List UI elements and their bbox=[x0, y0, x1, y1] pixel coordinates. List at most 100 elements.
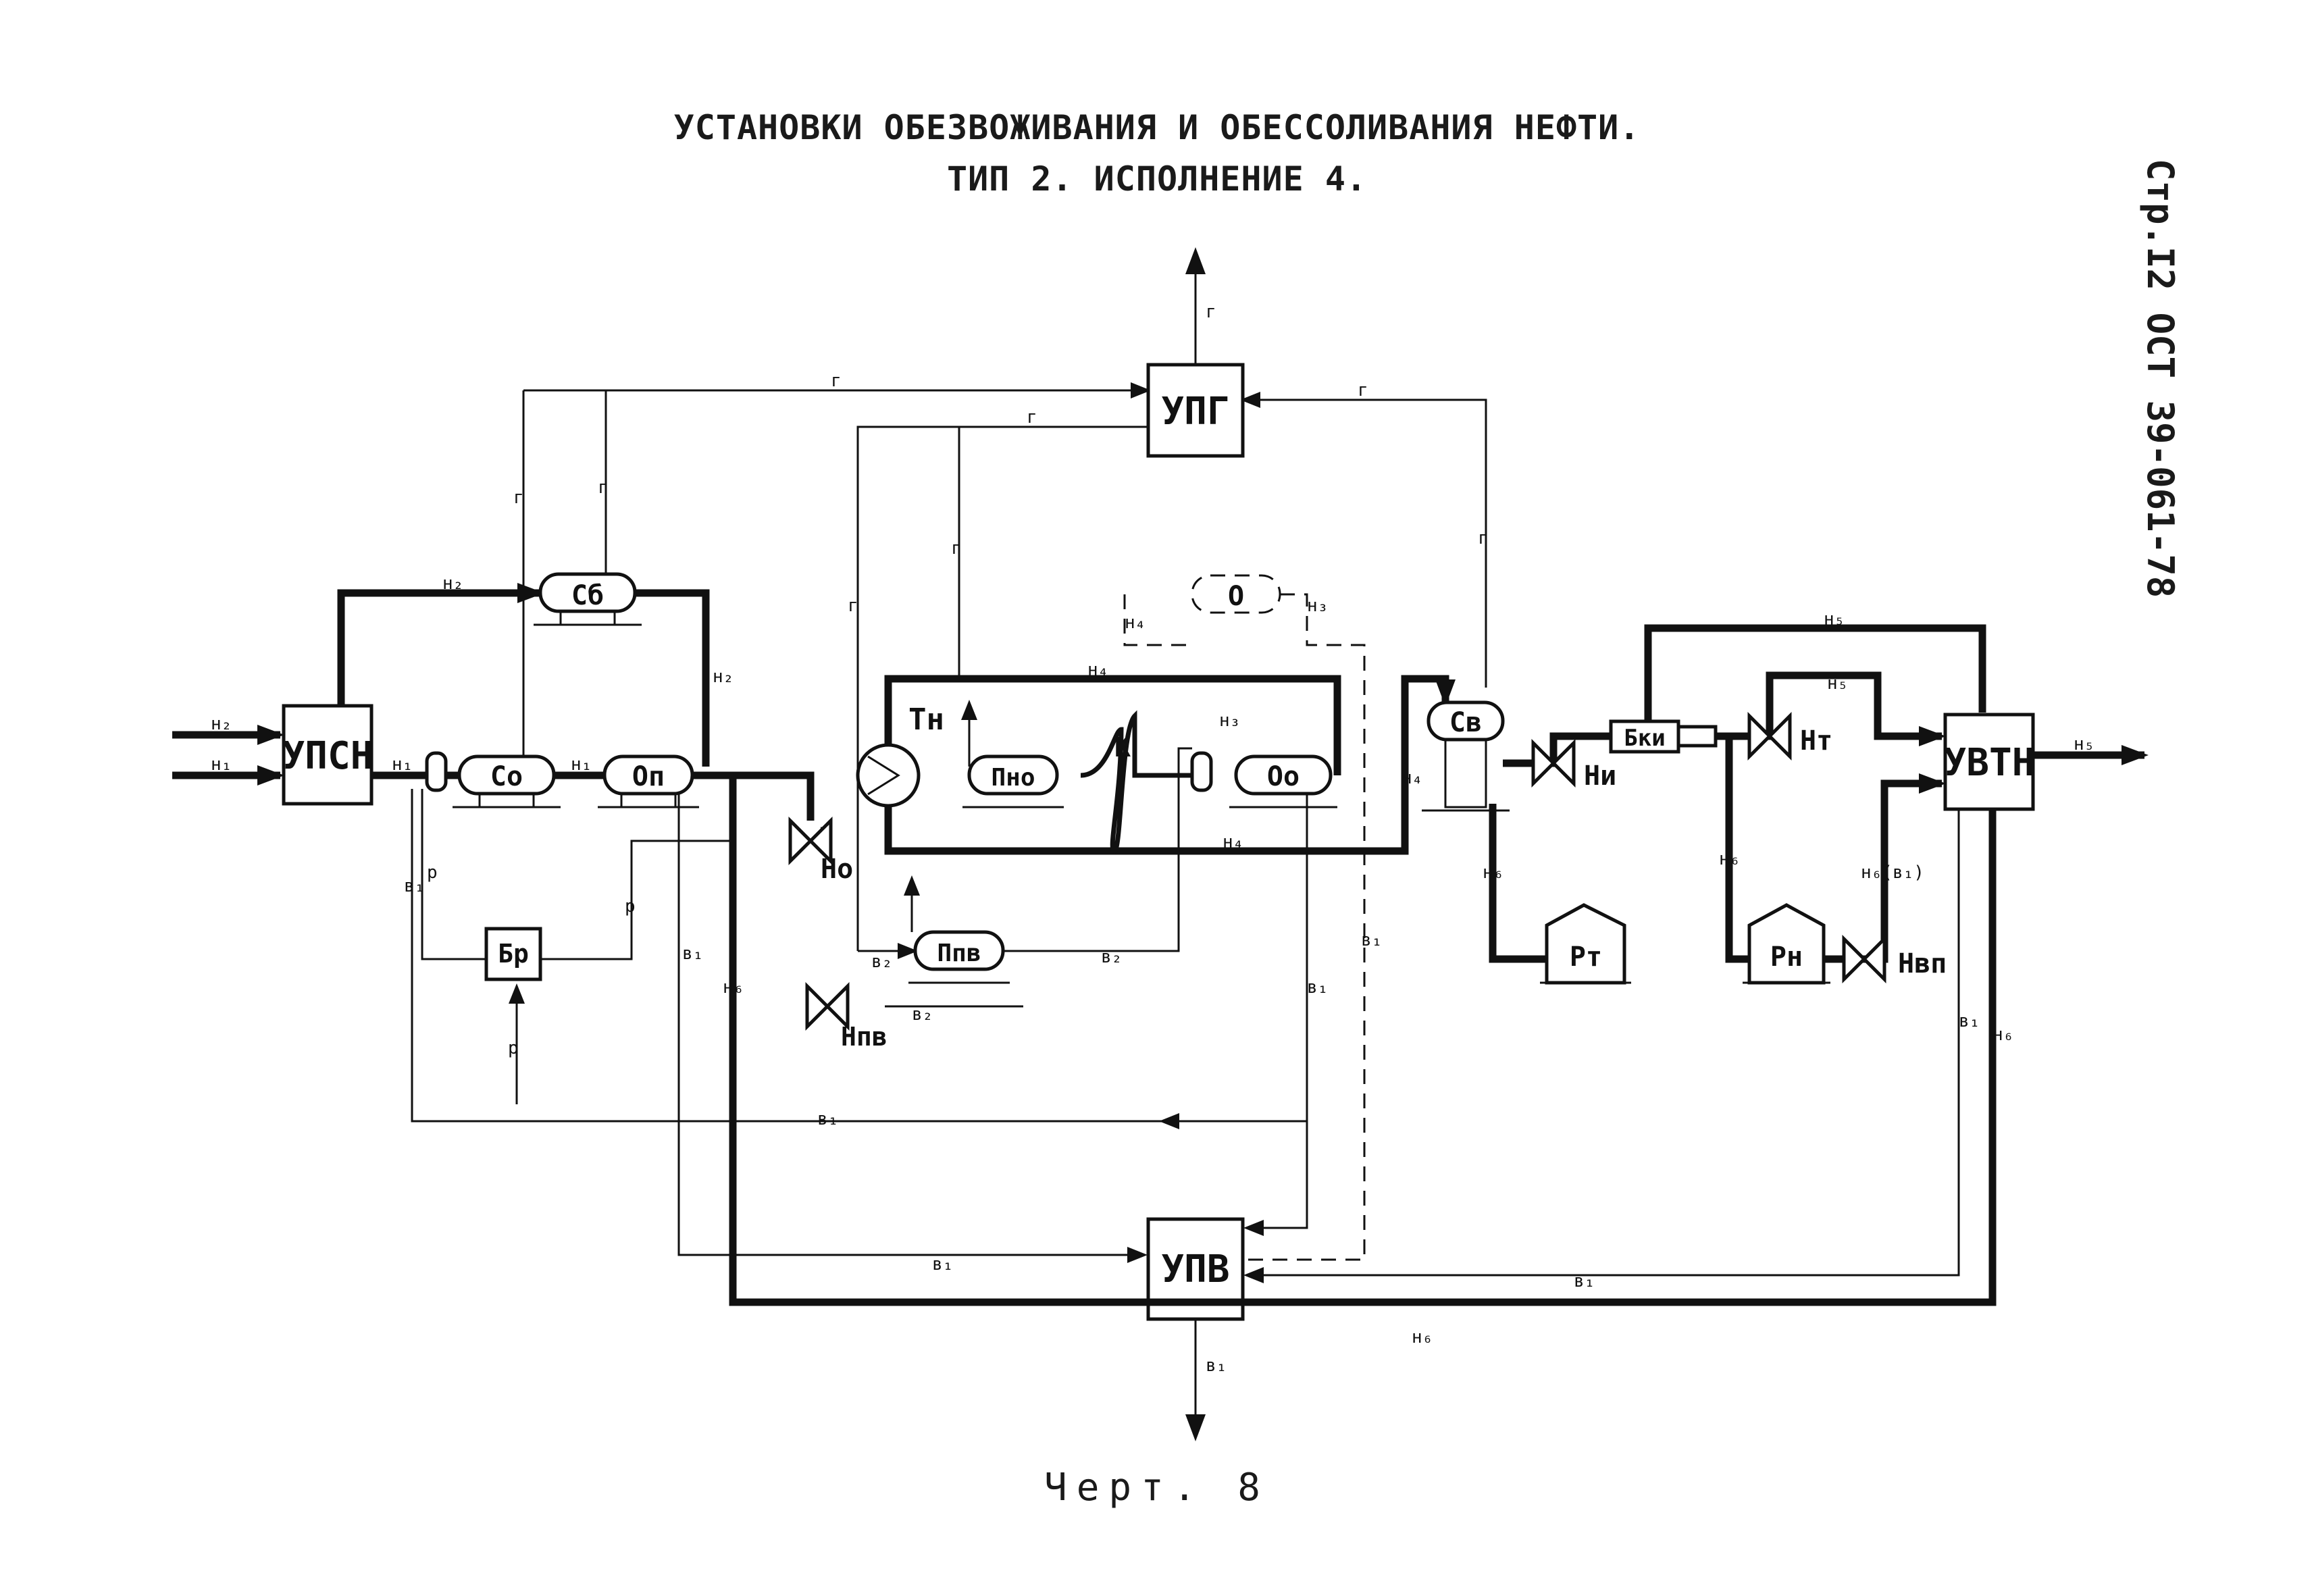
vessel-pno[interactable] bbox=[967, 754, 1059, 796]
heat-exchanger-tn[interactable] bbox=[856, 743, 921, 808]
vessel-ppv[interactable] bbox=[913, 930, 1005, 971]
label-p-right: р bbox=[625, 896, 636, 917]
b1-from-oo bbox=[1243, 775, 1308, 1236]
label-b1-oo: в₁ bbox=[1307, 977, 1328, 998]
vessel-op-support bbox=[598, 794, 699, 808]
vessel-br[interactable] bbox=[484, 927, 542, 981]
loop-top-h4 bbox=[884, 675, 1341, 775]
label-g-tn: г bbox=[848, 596, 858, 616]
vessel-sv-stand bbox=[1444, 738, 1487, 808]
gas-line-inner bbox=[856, 426, 1148, 951]
pump-hi[interactable] bbox=[1531, 738, 1576, 788]
label-h6b1: н₆(в₁) bbox=[1861, 863, 1924, 883]
vessel-sb-support bbox=[534, 611, 642, 626]
vessel-so[interactable] bbox=[457, 754, 556, 796]
vessel-op-label: Оп bbox=[632, 761, 665, 792]
vessel-br-label: Бр bbox=[498, 939, 529, 969]
label-h1-a: н₁ bbox=[392, 754, 413, 775]
water-lines bbox=[411, 593, 1960, 1441]
b1-from-uvtn bbox=[1243, 809, 1960, 1283]
vessel-bki[interactable] bbox=[1609, 719, 1680, 754]
vessel-o-dashed[interactable] bbox=[1191, 574, 1281, 614]
vessel-bki-label: Бки bbox=[1624, 725, 1665, 752]
vessel-sb[interactable] bbox=[538, 572, 637, 613]
upg-label: УПГ bbox=[1161, 390, 1229, 434]
label-b2-hpv: в₂ bbox=[912, 1004, 933, 1025]
vessel-op[interactable] bbox=[602, 754, 694, 796]
sv-to-bki bbox=[1503, 732, 1611, 767]
furnace-k[interactable] bbox=[1080, 710, 1192, 854]
heat-exchanger-symbol bbox=[867, 755, 900, 796]
label-hi: Ни bbox=[1584, 761, 1616, 792]
label-b2-in: в₂ bbox=[871, 952, 892, 972]
pump-hvp[interactable] bbox=[1842, 934, 1886, 984]
label-h3-inner: н₃ bbox=[1219, 711, 1240, 731]
label-h4-bottom: н₄ bbox=[1223, 832, 1243, 852]
vessel-oo[interactable] bbox=[1234, 754, 1333, 796]
label-hvp: Нвп bbox=[1898, 948, 1947, 979]
upsn-block[interactable] bbox=[282, 704, 374, 806]
uvtn-label: УВТН bbox=[1944, 741, 2035, 785]
h2-line-out bbox=[635, 589, 710, 767]
gas-line-right bbox=[1240, 392, 1487, 688]
figure-caption: Черт. 8 bbox=[1044, 1466, 1270, 1510]
label-b1-lower: в₁ bbox=[932, 1254, 953, 1275]
h2-line-in bbox=[337, 583, 544, 706]
label-b1-uvtn: в₁ bbox=[1959, 1011, 1980, 1031]
label-h4-dashed: н₄ bbox=[1125, 613, 1146, 633]
mixer-c1[interactable] bbox=[425, 751, 448, 792]
dash-o-in bbox=[1123, 594, 1192, 646]
label-g-out: г bbox=[1206, 302, 1216, 322]
label-g-inner: г bbox=[1027, 407, 1037, 428]
label-g-pno: г bbox=[951, 538, 962, 559]
label-input-h2: н₂ bbox=[211, 714, 232, 734]
upv-label: УПВ bbox=[1161, 1247, 1229, 1291]
label-b1-op: в₁ bbox=[682, 944, 703, 964]
label-h5-top: н₅ bbox=[1824, 609, 1845, 629]
mixer-c2[interactable] bbox=[1190, 751, 1213, 792]
pump-hpv[interactable] bbox=[805, 981, 850, 1031]
title-line-2: ТИП 2. ИСПОЛНЕНИЕ 4. bbox=[946, 159, 1368, 199]
label-ht: Нт bbox=[1800, 725, 1832, 756]
gas-lines bbox=[522, 247, 1487, 951]
label-b1-dashed: в₁ bbox=[1361, 930, 1382, 950]
h6-to-rn bbox=[1725, 736, 1749, 963]
label-h6-bottom: н₆ bbox=[1412, 1327, 1433, 1347]
vessels: Сб Со Оп Пно Оо О bbox=[425, 572, 1830, 985]
vessel-pno-label: Пно bbox=[991, 764, 1035, 792]
tank-rt-label: Рт bbox=[1570, 942, 1602, 973]
upsn-label: УПСН bbox=[282, 734, 374, 778]
vessel-so-label: Со bbox=[490, 761, 523, 792]
reagent-to-br bbox=[421, 789, 486, 960]
label-b2-out: в₂ bbox=[1101, 947, 1122, 967]
label-b1-mid: в₁ bbox=[817, 1109, 838, 1129]
label-g-right: г bbox=[1358, 380, 1368, 401]
h5-top bbox=[1644, 624, 1986, 726]
label-g-top: г bbox=[831, 371, 842, 391]
label-b1-out: в₁ bbox=[1206, 1356, 1227, 1376]
label-h2-top: н₂ bbox=[442, 573, 463, 594]
pump-ho[interactable] bbox=[788, 816, 833, 866]
vessel-sv-label: Св bbox=[1449, 707, 1482, 738]
label-k: К bbox=[1114, 732, 1131, 763]
uvtn-block[interactable] bbox=[1943, 713, 2035, 811]
b1-to-mixer bbox=[411, 789, 1307, 1123]
label-h2-side: н₂ bbox=[713, 667, 734, 687]
pump-ht[interactable] bbox=[1747, 711, 1792, 761]
label-h6-left: н₆ bbox=[723, 977, 744, 998]
label-ho: Но bbox=[821, 854, 853, 885]
upg-block[interactable] bbox=[1146, 363, 1245, 458]
label-b1-right: в₁ bbox=[1574, 1271, 1595, 1291]
label-h4-right: н₄ bbox=[1402, 768, 1422, 788]
vessel-o-label: О bbox=[1228, 581, 1244, 612]
stream-labels: н₂ н₁ н₁ н₁ н₂ н₂ г г г г г г г г г н₄ н… bbox=[211, 302, 2094, 1376]
unit-blocks: УПСН УПГ УПВ УВТН bbox=[282, 363, 2035, 1321]
label-g-sb: г bbox=[598, 478, 609, 498]
main-line-to-ho bbox=[706, 771, 815, 821]
label-p-input: р bbox=[508, 1038, 519, 1058]
label-h4-top: н₄ bbox=[1087, 660, 1108, 680]
label-h6-right: н₆ bbox=[1992, 1025, 2013, 1045]
vessel-so-support bbox=[453, 794, 561, 808]
